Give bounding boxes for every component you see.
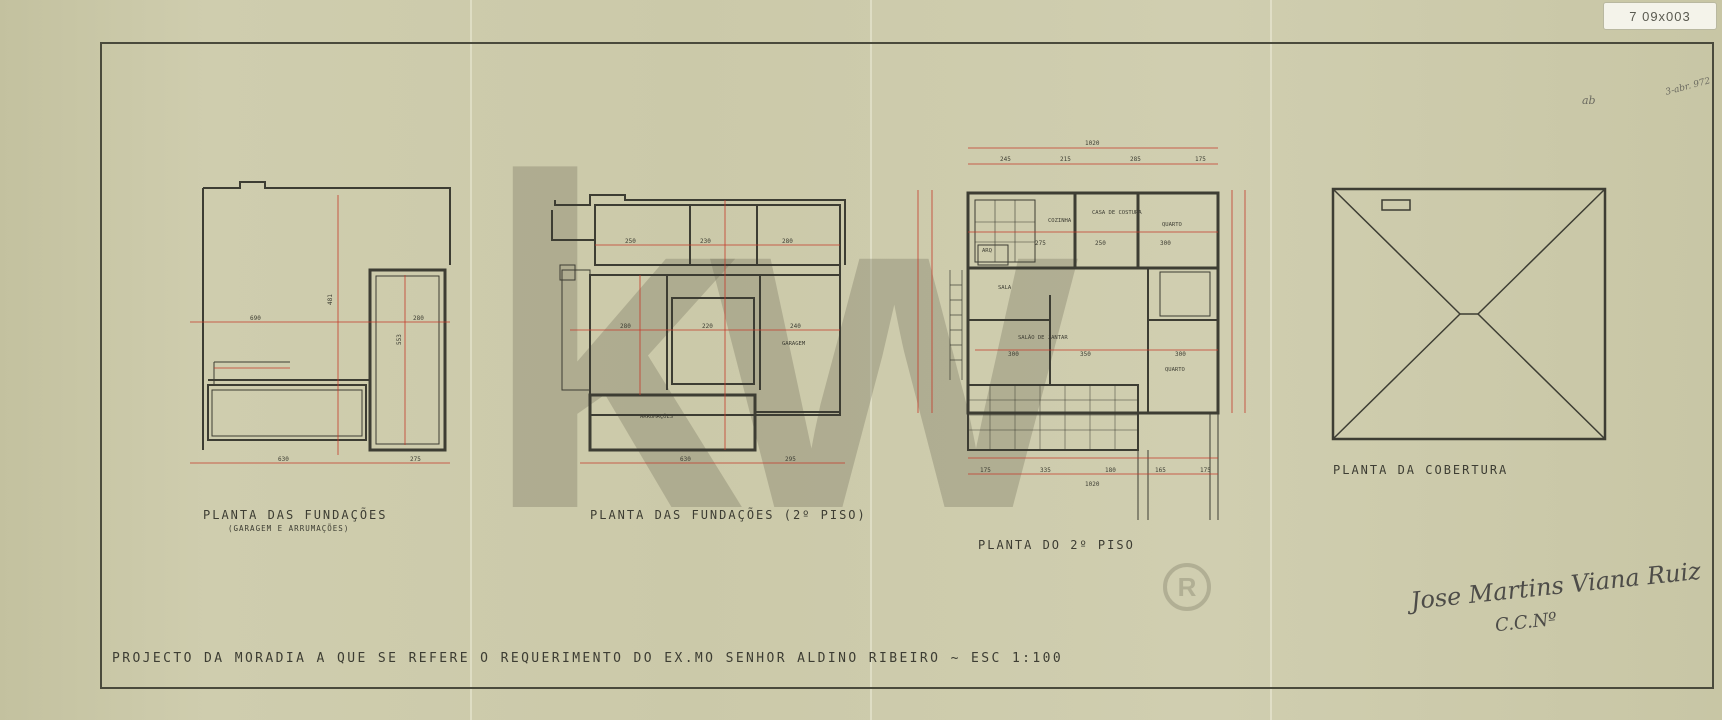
dim-p3-bottom-sub-1: 175 <box>980 467 991 474</box>
plan-title-fundacoes-garagem: PLANTA DAS FUNDAÇÕES <box>203 508 388 522</box>
dim-p1-inner-3: 481 <box>327 294 334 305</box>
dim-p3-bottom-sub-2: 335 <box>1040 467 1051 474</box>
plan-2piso <box>949 191 1220 520</box>
watermark-logo: kw <box>480 82 1077 607</box>
dim-p2-bottom-1: 630 <box>680 456 691 463</box>
dim-p2-inner-2: 230 <box>700 238 711 245</box>
margin-note: ab <box>1582 94 1596 107</box>
fold-line <box>870 0 872 720</box>
plan-title-2piso: PLANTA DO 2º PISO <box>978 538 1135 552</box>
room-label-arq: ARQ <box>982 248 992 254</box>
drawing-frame <box>100 42 1714 689</box>
dim-p3-inner-5: 350 <box>1080 351 1091 358</box>
plan-fundacoes-garagem <box>202 181 451 452</box>
dim-p3-top-sub-1: 245 <box>1000 156 1011 163</box>
fold-line <box>470 0 472 720</box>
dim-p2-inner-1: 250 <box>625 238 636 245</box>
reference-number-stamp: 7 09x003 <box>1603 2 1717 30</box>
dim-p2-inner-5: 220 <box>702 323 713 330</box>
dim-p2-inner-6: 240 <box>790 323 801 330</box>
room-label-quarto-2: QUARTO <box>1165 367 1185 373</box>
dim-p1-inner-4: 553 <box>396 334 403 345</box>
footer-project-title: PROJECTO DA MORADIA A QUE SE REFERE O RE… <box>112 651 1064 666</box>
plan-title-cobertura: PLANTA DA COBERTURA <box>1333 463 1509 477</box>
dim-p3-inner-4: 300 <box>1008 351 1019 358</box>
dim-p3-inner-3: 300 <box>1160 240 1171 247</box>
dim-p3-inner-2: 250 <box>1095 240 1106 247</box>
dim-p1-bottom-2: 275 <box>410 456 421 463</box>
dim-p3-bottom-sub-4: 165 <box>1155 467 1166 474</box>
dim-p3-bottom-sub-5: 175 <box>1200 467 1211 474</box>
room-label-cozinha: COZINHA <box>1048 218 1072 224</box>
dim-p2-bottom-2: 295 <box>785 456 796 463</box>
dim-p3-bottom: 1020 <box>1085 481 1100 488</box>
plan-title-fundacoes-2piso: PLANTA DAS FUNDAÇÕES (2º PISO) <box>590 508 867 522</box>
dim-p2-inner-3: 280 <box>782 238 793 245</box>
dim-p3-bottom-sub-3: 180 <box>1105 467 1116 474</box>
fold-line <box>1270 0 1272 720</box>
dim-p1-bottom-1: 630 <box>278 456 289 463</box>
plan-subtitle-fundacoes-garagem: (GARAGEM E ARRUMAÇÕES) <box>228 524 350 533</box>
room-label-quarto-1: QUARTO <box>1162 222 1182 228</box>
room-label-salao-jantar: SALÃO DE JANTAR <box>1018 334 1068 341</box>
dim-p3-top-sub-3: 285 <box>1130 156 1141 163</box>
dim-p3-inner-1: 275 <box>1035 240 1046 247</box>
dim-p3-inner-6: 300 <box>1175 351 1186 358</box>
dim-p3-top-sub-4: 175 <box>1195 156 1206 163</box>
plan-fundacoes-2piso <box>551 194 846 452</box>
registered-mark-icon: R <box>1163 563 1211 611</box>
plan-cobertura <box>1331 187 1607 441</box>
dim-p2-inner-4: 280 <box>620 323 631 330</box>
dim-p1-inner-1: 690 <box>250 315 261 322</box>
dim-p1-inner-2: 280 <box>413 315 424 322</box>
dim-p3-top: 1020 <box>1085 140 1100 147</box>
room-label-arrumacoes: ARRUMAÇÕES <box>640 413 673 420</box>
room-label-casa-costura: CASA DE COSTURA <box>1092 210 1142 216</box>
room-label-sala: SALA <box>998 285 1012 291</box>
room-label-garagem: GARAGEM <box>782 341 806 347</box>
dim-p3-top-sub-2: 215 <box>1060 156 1071 163</box>
